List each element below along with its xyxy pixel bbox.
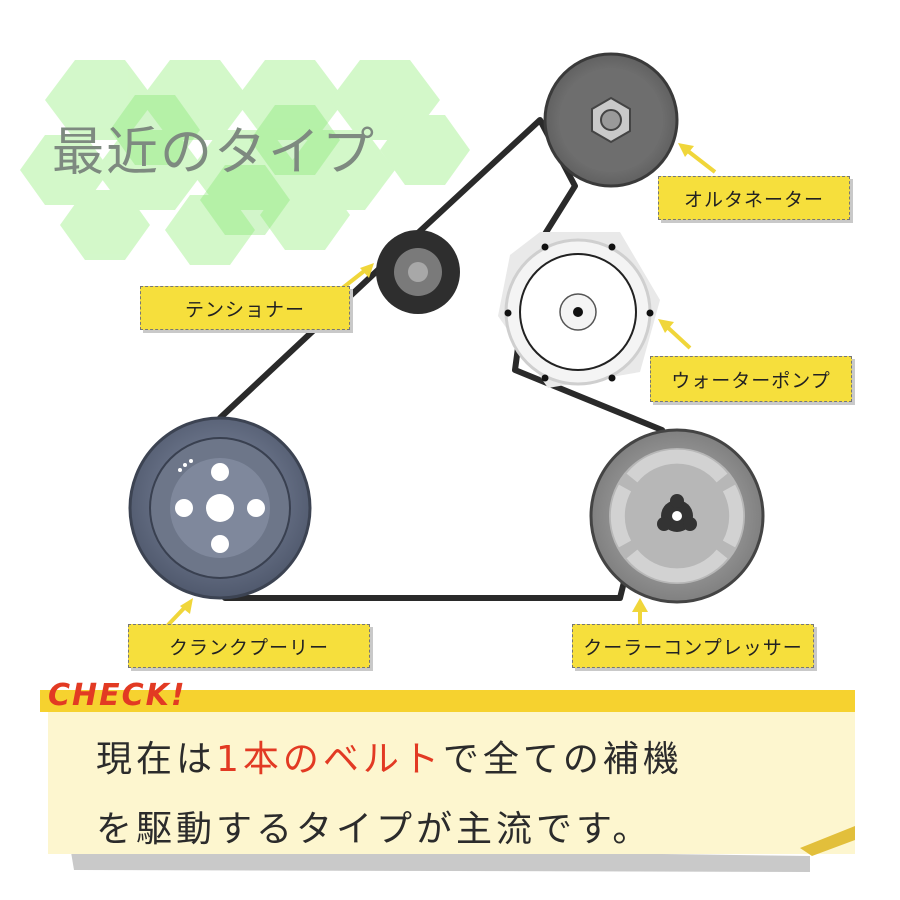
pointer-arrows	[166, 143, 717, 630]
check-note-line1: 現在は1本のベルトで全ての補機	[96, 730, 683, 782]
label-tensioner: テンショナー	[140, 286, 350, 330]
water-pump-pulley	[498, 232, 660, 388]
alternator-pulley	[543, 52, 679, 188]
check-bar	[40, 690, 855, 712]
note-line1-after: で全ての補機	[442, 739, 683, 780]
check-label: CHECK!	[48, 678, 187, 713]
label-alternator: オルタネーター	[658, 176, 850, 220]
compressor-pulley	[589, 428, 765, 604]
label-ac-compressor: クーラーコンプレッサー	[572, 624, 814, 668]
note-box	[48, 712, 855, 854]
page-title: 最近のタイプ	[52, 123, 377, 183]
check-note-line2: を駆動するタイプが主流です。	[96, 809, 653, 850]
tensioner-pulley	[376, 230, 460, 314]
label-water-pump: ウォーターポンプ	[650, 356, 852, 402]
crank-pulley	[128, 416, 312, 600]
hexagon-background	[20, 60, 470, 265]
note-line1-before: 現在は	[96, 739, 217, 780]
note-line1-highlight: 1本のベルト	[216, 739, 443, 780]
label-crank-pulley: クランクプーリー	[128, 624, 370, 668]
note-curl	[800, 826, 855, 856]
